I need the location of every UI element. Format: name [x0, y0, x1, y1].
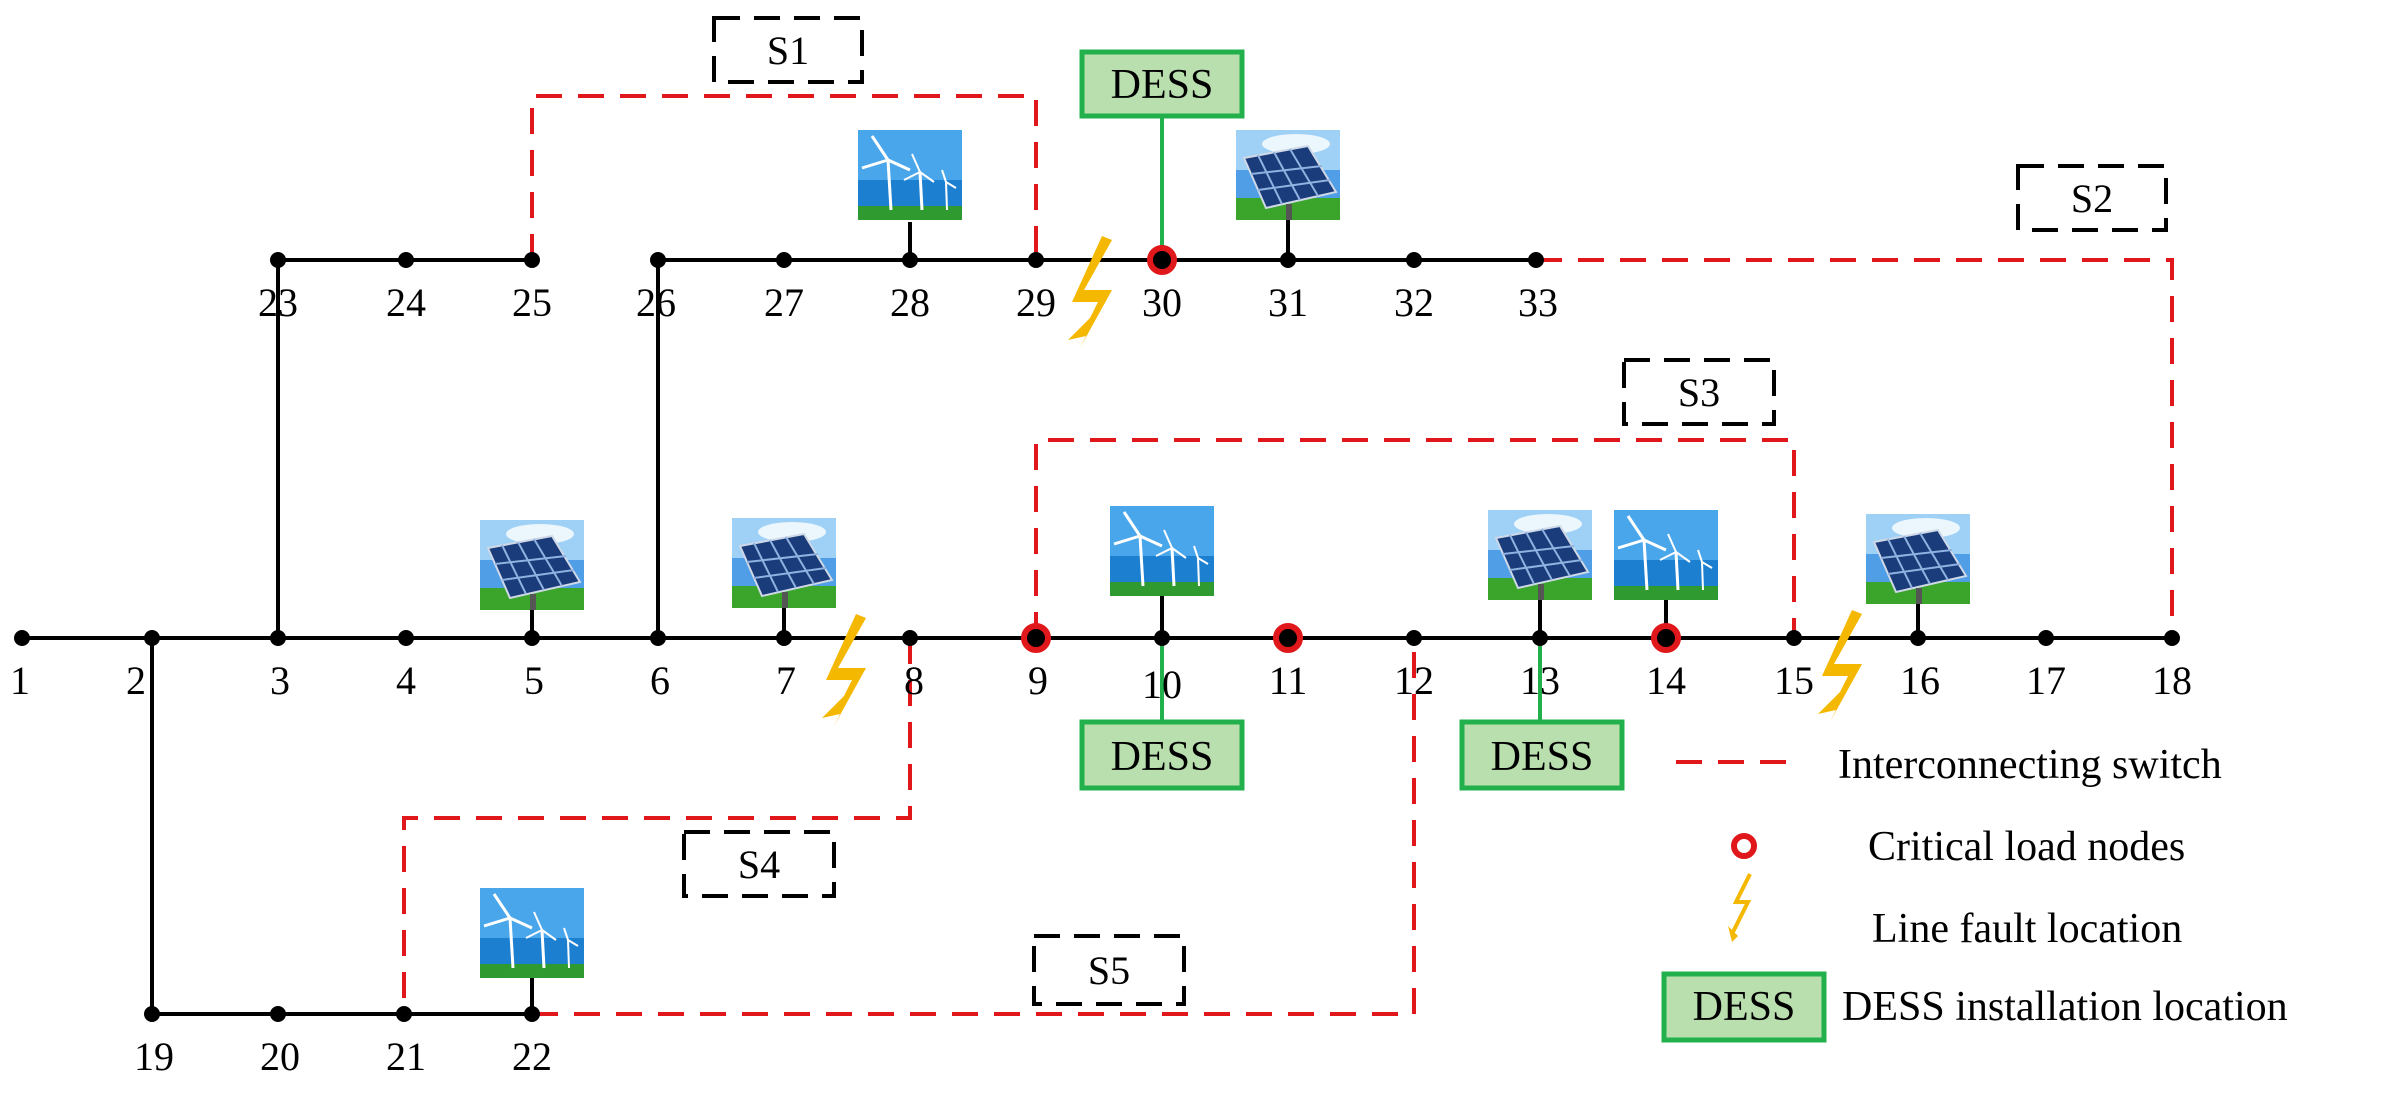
bus-label-2: 2 [126, 658, 146, 703]
solar-panel-icon [1235, 129, 1341, 221]
switch-s4-label: S4 [738, 842, 780, 887]
bus-label-31: 31 [1268, 280, 1308, 325]
solar-panel-icon [1865, 513, 1971, 605]
bus-label-26: 26 [636, 280, 676, 325]
tie-line-s5 [532, 638, 1416, 1016]
bus-label-11: 11 [1269, 658, 1308, 703]
dess-box-10: DESS [1079, 719, 1245, 791]
bus-label-19: 19 [134, 1034, 174, 1079]
bus-label-9: 9 [1028, 658, 1048, 703]
legend-line-fault-location: Line fault location [1872, 906, 2182, 952]
bus-label-7: 7 [776, 658, 796, 703]
legend-critical-node-swatch [1731, 833, 1757, 859]
dess-label: DESS [1111, 62, 1214, 108]
bus-label-20: 20 [260, 1034, 300, 1079]
bus-label-27: 27 [764, 280, 804, 325]
dess-box-13: DESS [1459, 719, 1625, 791]
tie-line-s2 [1536, 258, 2174, 638]
bus-label-16: 16 [1900, 658, 1940, 703]
switch-s2-label: S2 [2071, 176, 2113, 221]
dg-stubs [530, 218, 1920, 1014]
switch-s2: S2 [2016, 164, 2168, 232]
bus-label-30: 30 [1142, 280, 1182, 325]
bus-labels: 1 2 3 4 5 6 7 8 9 10 11 12 13 14 15 16 1… [10, 280, 2192, 1079]
lightning-fault-icon [1068, 236, 1112, 348]
bus-label-21: 21 [386, 1034, 426, 1079]
bus-label-1: 1 [10, 658, 30, 703]
switch-s5-label: S5 [1088, 948, 1130, 993]
legend: Interconnecting switch Critical load nod… [1661, 742, 2288, 1043]
tie-line-s4 [402, 638, 912, 1014]
dess-label: DESS [1111, 734, 1214, 780]
bus-label-13: 13 [1520, 658, 1560, 703]
bus-label-28: 28 [890, 280, 930, 325]
bus-nodes [14, 252, 2180, 1022]
bus-label-33: 33 [1518, 280, 1558, 325]
legend-interconnecting-switch: Interconnecting switch [1838, 742, 2222, 788]
bus-label-3: 3 [270, 658, 290, 703]
bus-label-15: 15 [1774, 658, 1814, 703]
switch-s4: S4 [682, 830, 836, 898]
bus-label-25: 25 [512, 280, 552, 325]
wind-turbine-icon [856, 128, 964, 222]
bus-label-24: 24 [386, 280, 426, 325]
legend-fault-swatch [1728, 873, 1752, 942]
dess-label: DESS [1491, 734, 1594, 780]
legend-dess-installation: DESS installation location [1842, 984, 2288, 1030]
solar-panel-icon [479, 519, 585, 611]
bus-label-12: 12 [1394, 658, 1434, 703]
wind-turbine-icon [1108, 504, 1216, 598]
wind-turbine-icon [478, 886, 586, 980]
lightning-fault-icon [1818, 610, 1862, 722]
bus-label-10: 10 [1142, 662, 1182, 707]
bus-label-32: 32 [1394, 280, 1434, 325]
legend-dess-box-label: DESS [1693, 984, 1796, 1030]
bus-label-18: 18 [2152, 658, 2192, 703]
lightning-fault-icon [822, 614, 866, 726]
bus-label-8: 8 [904, 658, 924, 703]
switch-s1-label: S1 [767, 28, 809, 73]
switch-s3-label: S3 [1678, 370, 1720, 415]
bus-label-4: 4 [396, 658, 416, 703]
switch-s3: S3 [1622, 358, 1776, 426]
bus-label-22: 22 [512, 1034, 552, 1079]
tie-line-s3 [1034, 438, 1796, 638]
bus-label-29: 29 [1016, 280, 1056, 325]
legend-dess-box [1661, 971, 1827, 1043]
switch-s1: S1 [712, 16, 864, 84]
bus-label-6: 6 [650, 658, 670, 703]
critical-load-nodes [1021, 245, 1681, 653]
bus-label-14: 14 [1646, 658, 1686, 703]
solar-panel-icon [1487, 509, 1593, 601]
solar-panel-icon [731, 517, 837, 609]
bus-label-5: 5 [524, 658, 544, 703]
bus-label-23: 23 [258, 280, 298, 325]
switch-s5: S5 [1032, 934, 1186, 1006]
dess-box-30: DESS [1079, 49, 1245, 119]
bus-label-17: 17 [2026, 658, 2066, 703]
wind-turbine-icon [1612, 508, 1720, 602]
legend-critical-load-nodes: Critical load nodes [1868, 824, 2185, 870]
